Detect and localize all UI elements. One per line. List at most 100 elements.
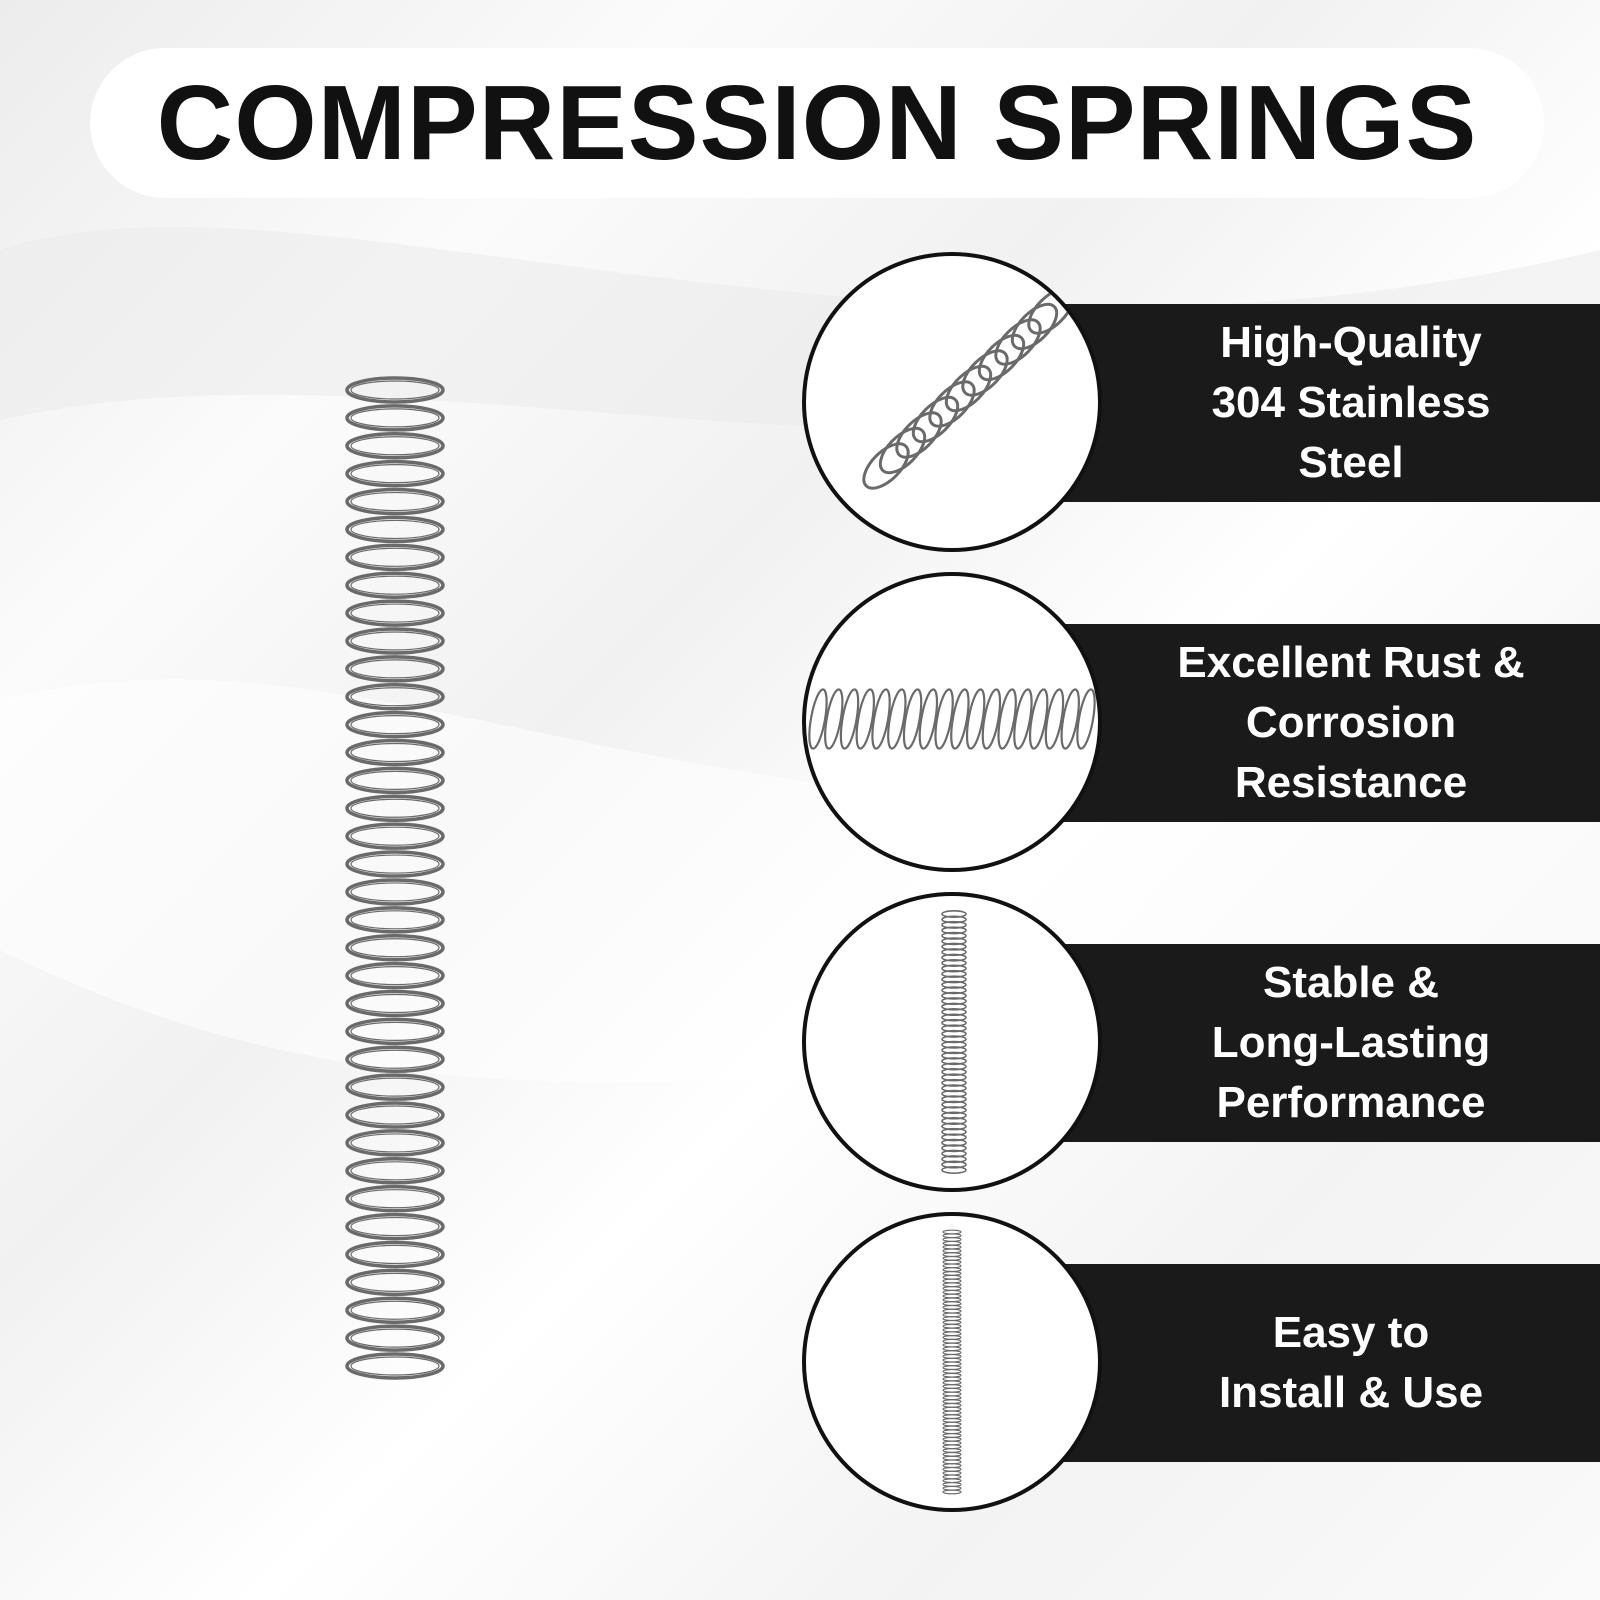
spring-coil <box>345 1240 445 1269</box>
spring-coil <box>941 980 967 989</box>
feature-banner: Excellent Rust & Corrosion Resistance <box>1062 624 1600 822</box>
spring-coil <box>942 1361 962 1367</box>
spring-coil <box>345 655 445 683</box>
feature-banner: Stable & Long-Lasting Performance <box>1062 944 1600 1142</box>
spring-coil <box>345 599 445 627</box>
spring-coil <box>961 349 1009 397</box>
spring-coil <box>350 938 440 958</box>
spring-coil <box>902 688 923 750</box>
spring-coil <box>942 1338 962 1344</box>
spring-coil <box>942 1425 962 1431</box>
spring-coil <box>942 1327 962 1333</box>
spring-coil <box>942 1395 962 1401</box>
spring-coil <box>1076 688 1096 750</box>
spring-coil <box>345 850 445 878</box>
spring-coil <box>942 1312 962 1318</box>
spring-coil <box>350 1161 440 1181</box>
spring-coil <box>345 1017 445 1046</box>
feature-banner: Easy to Install & Use <box>1062 1264 1600 1462</box>
spring-coil <box>941 1073 967 1082</box>
spring-coil <box>941 1100 967 1109</box>
spring-coil <box>1010 302 1059 351</box>
spring-coil <box>887 688 907 750</box>
spring-coil <box>942 1399 962 1404</box>
spring-coil <box>345 989 445 1018</box>
spring-coil <box>345 543 445 572</box>
spring-coil <box>941 1013 967 1022</box>
spring-coil <box>942 1271 962 1276</box>
spring-coil <box>994 318 1042 366</box>
feature-text: Easy to Install & Use <box>1218 1308 1484 1417</box>
spring-coil <box>350 1077 440 1097</box>
spring-coil <box>941 942 967 951</box>
spring-coil <box>942 1433 962 1438</box>
spring-coil <box>918 688 939 750</box>
spring-coil <box>942 1248 962 1254</box>
spring-coil <box>350 854 440 874</box>
spring-coil <box>942 1391 962 1397</box>
page-title: COMPRESSION SPRINGS <box>156 63 1478 182</box>
spring-coil <box>345 459 445 488</box>
spring-coil <box>941 1035 967 1044</box>
spring-coil <box>1060 688 1080 750</box>
spring-coil <box>942 1331 962 1337</box>
spring-coil <box>942 1459 962 1465</box>
spring-coil <box>350 491 440 512</box>
spring-coil <box>942 1369 962 1374</box>
spring-coil <box>941 959 967 968</box>
spring-coil <box>941 931 967 940</box>
spring-coil <box>941 1106 967 1115</box>
spring-coil <box>350 910 440 930</box>
spring-coil <box>345 1073 445 1101</box>
spring-coil <box>350 798 440 818</box>
spring-coil <box>941 1165 967 1174</box>
spring-coil <box>345 682 445 711</box>
spring-coil <box>942 1489 962 1495</box>
spring-coil <box>941 1062 967 1071</box>
spring-coil <box>345 961 445 990</box>
spring-coil <box>941 915 967 924</box>
spring-horizontal-icon <box>808 688 1096 750</box>
spring-coil <box>941 1040 967 1049</box>
spring-coil <box>941 1111 967 1120</box>
spring-coil <box>942 1229 962 1235</box>
spring-coil <box>350 436 440 456</box>
spring-coil <box>941 948 967 957</box>
spring-coil <box>941 920 967 929</box>
spring-coil <box>350 575 440 595</box>
spring-coil <box>942 1293 962 1299</box>
spring-coil <box>345 1352 445 1380</box>
spring-coil <box>942 1350 962 1355</box>
spring-coil <box>942 1335 962 1340</box>
spring-coil <box>942 1414 962 1419</box>
spring-coil <box>350 882 440 902</box>
spring-coil <box>350 1216 440 1237</box>
spring-coil <box>350 1300 440 1320</box>
spring-coil <box>941 1122 967 1131</box>
spring-coil <box>345 1045 445 1074</box>
spring-coil <box>941 1155 967 1164</box>
spring-coil <box>941 1089 967 1098</box>
spring-coil <box>345 906 445 934</box>
spring-coil <box>345 1157 445 1185</box>
spring-coil <box>941 937 967 946</box>
spring-coil <box>911 395 960 444</box>
spring-coil <box>942 1267 962 1273</box>
spring-coil <box>345 1324 445 1352</box>
spring-coil <box>345 487 445 516</box>
spring-coil <box>942 1418 962 1423</box>
spring-coil <box>855 688 876 750</box>
spring-coil <box>942 1240 962 1246</box>
spring-coil <box>350 659 440 679</box>
spring-coil <box>345 822 445 850</box>
spring-coil <box>350 1189 440 1209</box>
spring-coil <box>942 1380 962 1386</box>
spring-coil <box>878 426 927 475</box>
spring-coil <box>345 1268 445 1297</box>
feature-text: Excellent Rust & Corrosion Resistance <box>1177 638 1525 807</box>
spring-coil <box>942 1346 962 1352</box>
spring-coil <box>345 933 445 962</box>
spring-coil <box>350 547 440 567</box>
spring-coil <box>942 1448 962 1453</box>
spring-coil <box>941 1051 967 1060</box>
